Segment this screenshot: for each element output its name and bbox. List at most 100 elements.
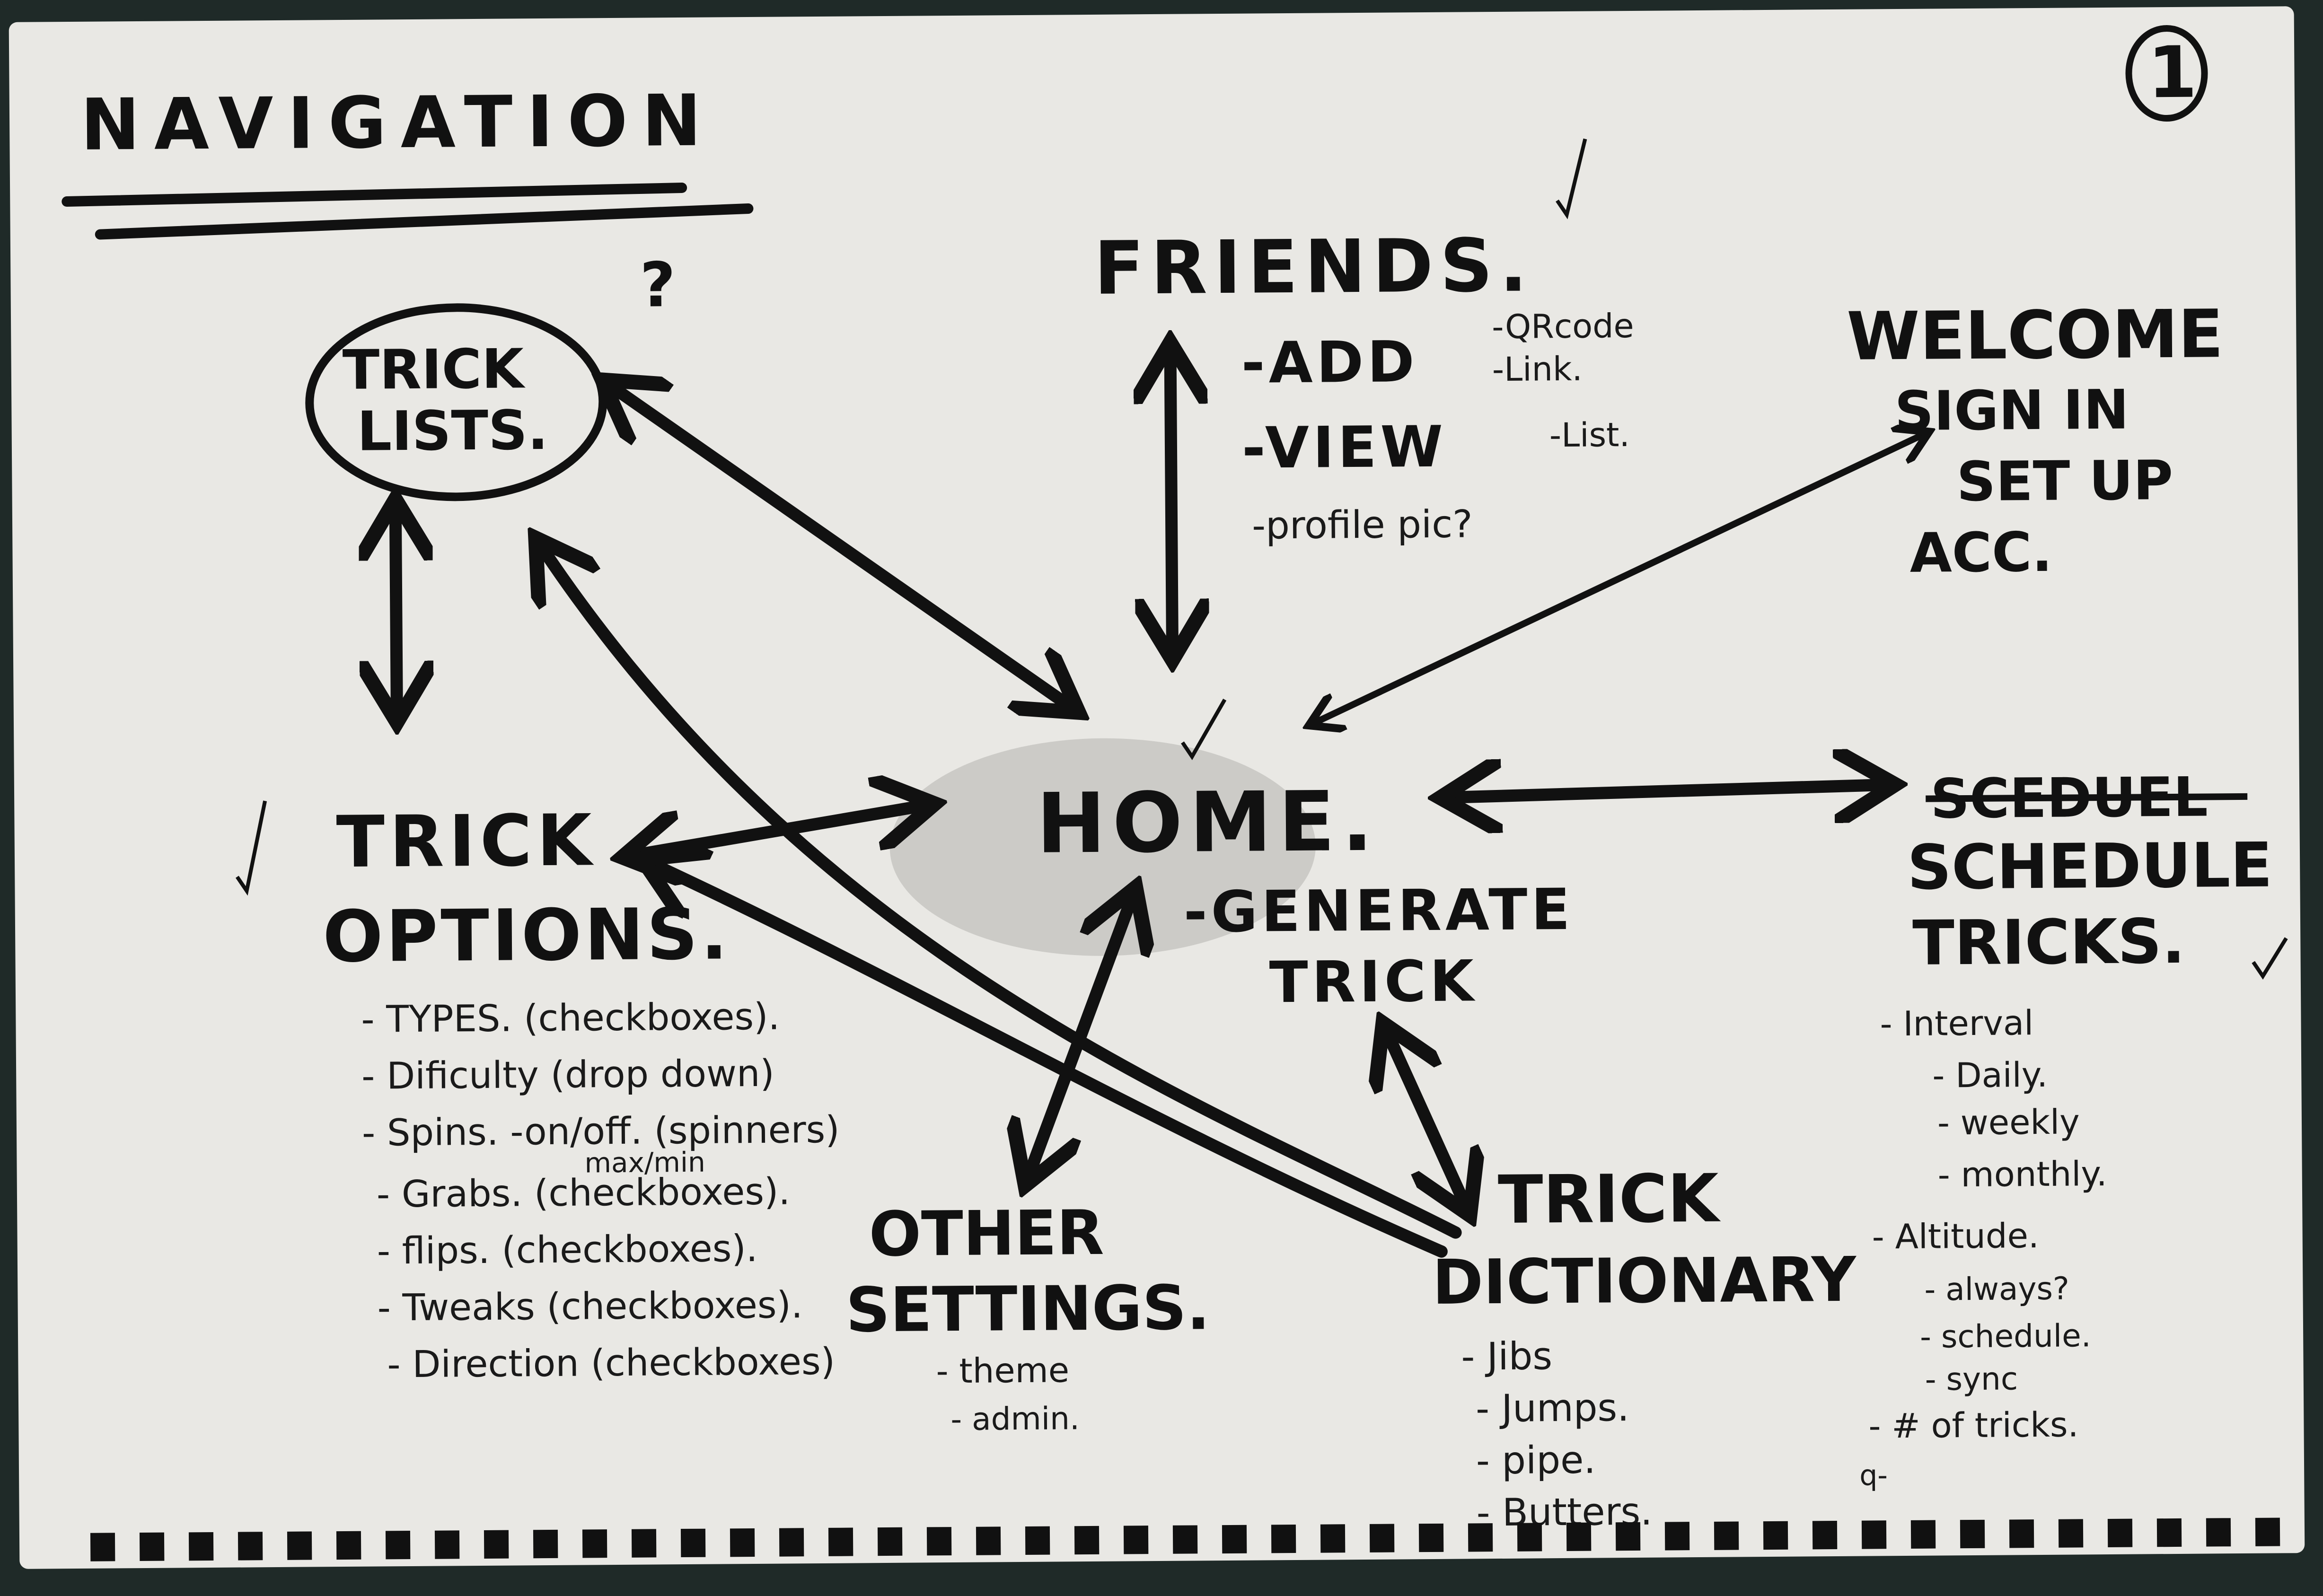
node-other-settings: OTHER SETTINGS. - theme - admin.: [845, 1197, 1210, 1438]
edge-home-welcome: [1313, 435, 1925, 723]
title-underline: [62, 182, 754, 240]
spiral-binding: [90, 1517, 2280, 1561]
check-mark: [1556, 138, 1587, 219]
binding-hole: [2107, 1518, 2133, 1548]
check-mark: [1181, 699, 1227, 761]
trick-options-line: OPTIONS.: [323, 893, 731, 978]
node-home: HOME. -GENERATE TRICK: [1036, 774, 1574, 1016]
trick-options-note: max/min: [584, 1146, 705, 1179]
binding-hole: [1861, 1520, 1887, 1549]
binding-hole: [2009, 1519, 2034, 1548]
friends-add: -ADD: [1241, 329, 1418, 396]
page-title: NAVIGATION: [80, 79, 716, 166]
schedule-item: - Daily.: [1932, 1055, 2048, 1096]
node-schedule: SCEDUEL SCHEDULE TRICKS. - Interval - Da…: [1859, 765, 2273, 1492]
binding-hole: [287, 1531, 312, 1560]
trick-dictionary-line: DICTIONARY: [1432, 1244, 1857, 1318]
welcome-line: WELCOME: [1847, 296, 2224, 376]
binding-hole: [1468, 1523, 1493, 1552]
binding-hole: [1025, 1526, 1050, 1555]
binding-hole: [582, 1529, 607, 1558]
trick-dictionary-item: - pipe.: [1476, 1438, 1596, 1483]
home-title: HOME.: [1036, 774, 1380, 872]
edge-trick-dictionary-trick-lists: [542, 542, 1462, 1239]
schedule-line: TRICKS.: [1912, 905, 2185, 979]
trick-lists-line: TRICK: [342, 337, 526, 402]
trick-dictionary-item: - Jumps.: [1476, 1386, 1629, 1430]
schedule-item: - monthly.: [1937, 1154, 2107, 1194]
trick-options-item: - TYPES. (checkboxes).: [361, 996, 780, 1041]
schedule-item: - schedule.: [1920, 1317, 2091, 1355]
edge-trick-dictionary-trick-options: [653, 859, 1448, 1258]
trick-options-item: - flips. (checkboxes).: [377, 1228, 757, 1273]
binding-hole: [238, 1532, 263, 1561]
friends-view-sub: -List.: [1549, 415, 1630, 455]
home-item: -GENERATE: [1183, 877, 1574, 946]
binding-hole: [336, 1531, 361, 1560]
binding-hole: [828, 1527, 854, 1556]
binding-hole: [2206, 1518, 2231, 1547]
friends-add-sub: -QRcode: [1492, 307, 1634, 346]
welcome-line: ACC.: [1909, 521, 2052, 585]
node-trick-lists: TRICK LISTS. ?: [305, 249, 676, 501]
binding-hole: [680, 1528, 706, 1558]
binding-hole: [188, 1532, 214, 1561]
question-mark: ?: [640, 249, 676, 321]
friends-extra: -profile pic?: [1252, 502, 1473, 547]
trick-dictionary-item: - Jibs: [1461, 1334, 1552, 1378]
binding-hole: [926, 1527, 952, 1556]
binding-hole: [1714, 1521, 1739, 1550]
binding-hole: [1320, 1524, 1346, 1553]
binding-hole: [631, 1529, 657, 1558]
edge-trick-lists-trick-options: [396, 511, 397, 710]
binding-hole: [1566, 1522, 1592, 1551]
node-friends: FRIENDS. -ADD -QRcode -Link. -VIEW -List…: [1094, 222, 1634, 547]
binding-hole: [1910, 1520, 1936, 1549]
binding-hole: [90, 1533, 115, 1561]
edges: [395, 350, 1929, 1258]
trick-options-line: TRICK: [336, 799, 597, 884]
check-mark: [235, 800, 267, 896]
edge-home-trick-lists: [612, 384, 1069, 709]
binding-hole: [1074, 1526, 1100, 1555]
schedule-item: - Interval: [1880, 1003, 2033, 1044]
binding-hole: [1418, 1523, 1444, 1552]
trick-lists-line: LISTS.: [357, 399, 548, 464]
trick-lists-circle: [305, 303, 607, 501]
other-settings-item: - admin.: [950, 1400, 1080, 1438]
node-welcome: WELCOME SIGN IN SET UP ACC.: [1847, 296, 2224, 585]
binding-hole: [779, 1528, 804, 1557]
binding-hole: [139, 1532, 165, 1561]
edge-home-trick-dictionary: [1388, 1034, 1465, 1204]
binding-hole: [533, 1529, 558, 1559]
other-settings-item: - theme: [936, 1350, 1069, 1391]
schedule-item: - sync: [1925, 1360, 2018, 1397]
trick-options-item: - Direction (checkboxes): [387, 1341, 835, 1386]
binding-hole: [2156, 1518, 2182, 1547]
welcome-line: SET UP: [1956, 449, 2173, 514]
binding-hole: [1763, 1521, 1788, 1550]
schedule-item: - Altitude.: [1872, 1216, 2039, 1256]
schedule-item: - # of tricks.: [1868, 1404, 2078, 1446]
schedule-item: q-: [1859, 1459, 1888, 1492]
friends-title: FRIENDS.: [1094, 222, 1534, 311]
edge-home-schedule: [1452, 785, 1883, 797]
binding-hole: [976, 1526, 1001, 1555]
schedule-item: - weekly: [1937, 1102, 2080, 1142]
binding-hole: [2058, 1519, 2084, 1548]
binding-hole: [1517, 1523, 1542, 1552]
binding-hole: [1812, 1520, 1838, 1550]
node-trick-dictionary: TRICK DICTIONARY - Jibs - Jumps. - pipe.…: [1432, 1160, 1857, 1535]
binding-hole: [730, 1528, 755, 1557]
binding-hole: [1222, 1525, 1247, 1554]
node-trick-options: TRICK OPTIONS. - TYPES. (checkboxes). - …: [323, 799, 840, 1386]
other-settings-line: OTHER: [869, 1197, 1104, 1270]
binding-hole: [385, 1531, 411, 1560]
binding-hole: [434, 1530, 460, 1559]
friends-view: -VIEW: [1242, 414, 1447, 482]
notebook-page: NAVIGATION 1 HOME. -GENERATE TRICK FRIEN…: [9, 6, 2305, 1569]
binding-hole: [877, 1527, 903, 1556]
binding-hole: [1615, 1522, 1641, 1551]
binding-hole: [1960, 1519, 1985, 1549]
binding-hole: [1172, 1525, 1198, 1554]
